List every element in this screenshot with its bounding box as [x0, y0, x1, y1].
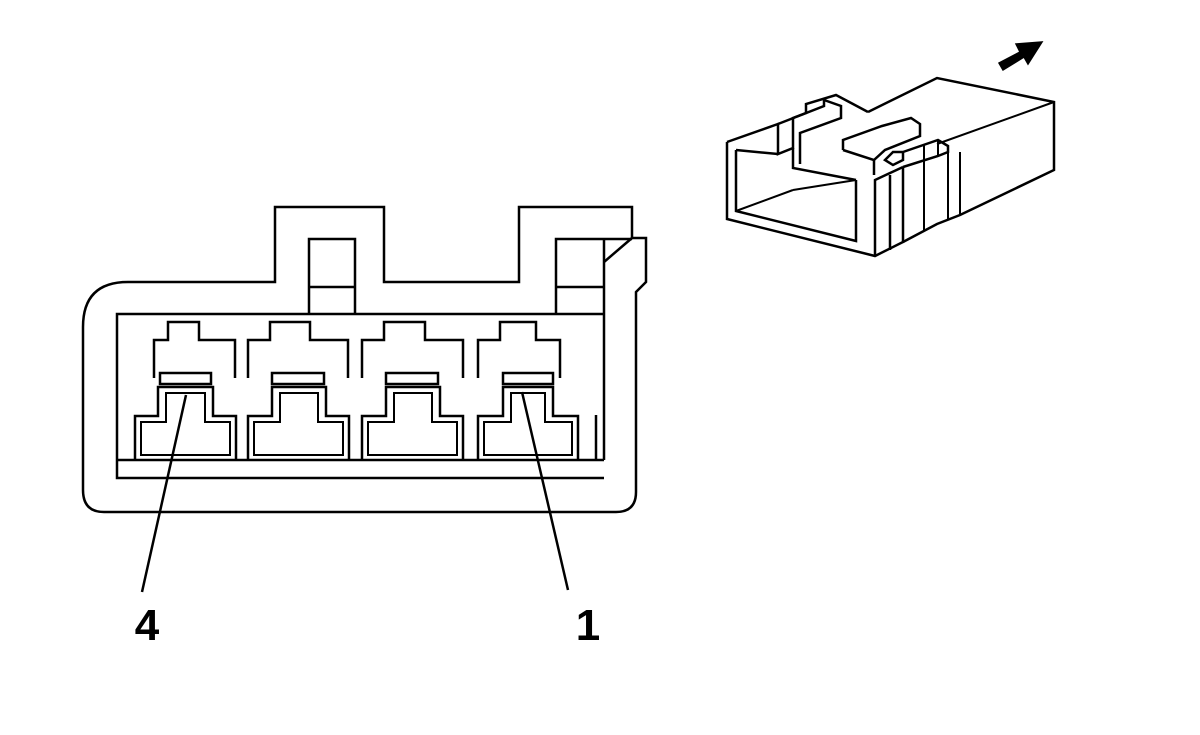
- iso-lock-tab-right-front: [842, 148, 876, 175]
- connector-isometric-view: [725, 41, 1056, 258]
- terminal-1: [476, 320, 580, 460]
- iso-floor-line: [735, 189, 794, 212]
- pin-label-4: 4: [135, 601, 160, 650]
- iso-front-inner: [734, 150, 858, 243]
- iso-lock-tab-right: [841, 116, 922, 161]
- iso-latch: [883, 138, 950, 169]
- iso-side-rail: [873, 165, 904, 256]
- iso-body-top: [867, 76, 1056, 244]
- pin-label-1: 1: [576, 601, 600, 650]
- iso-front-face: [726, 93, 869, 156]
- iso-top-ridge: [936, 101, 1055, 145]
- iso-latch-inner: [923, 140, 939, 230]
- latch-bevel: [603, 237, 633, 263]
- lock-tab-inner-right: [554, 237, 632, 314]
- direction-arrow-icon: [997, 41, 1044, 72]
- iso-lock-tab-left: [777, 98, 843, 164]
- terminal-3: [246, 320, 351, 460]
- housing-outline: [81, 205, 648, 514]
- connector-front-view: 4 1: [81, 205, 648, 650]
- lock-tab-inner-left: [307, 237, 357, 314]
- leader-line-pin-4: [140, 394, 188, 593]
- inner-cavity: [115, 312, 604, 480]
- iso-front-left-wall: [735, 148, 857, 182]
- terminal-4: [133, 320, 238, 460]
- leader-line-pin-1: [520, 391, 570, 591]
- iso-floor-line-2: [792, 179, 857, 191]
- terminal-2: [360, 320, 465, 460]
